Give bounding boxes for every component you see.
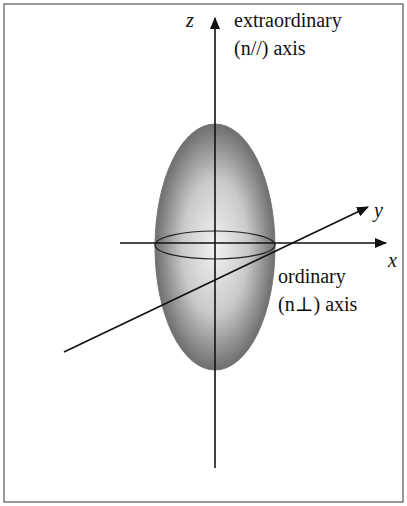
axis-caption: ordinary (n⊥) axis (278, 262, 382, 318)
axis-letter: x (388, 246, 397, 274)
axis-caption: extraordinary (n//) axis (234, 6, 376, 62)
frame (4, 4, 403, 502)
axis-letter: z (186, 6, 194, 34)
x-axis (120, 242, 386, 244)
axis-letter: y (374, 196, 383, 224)
